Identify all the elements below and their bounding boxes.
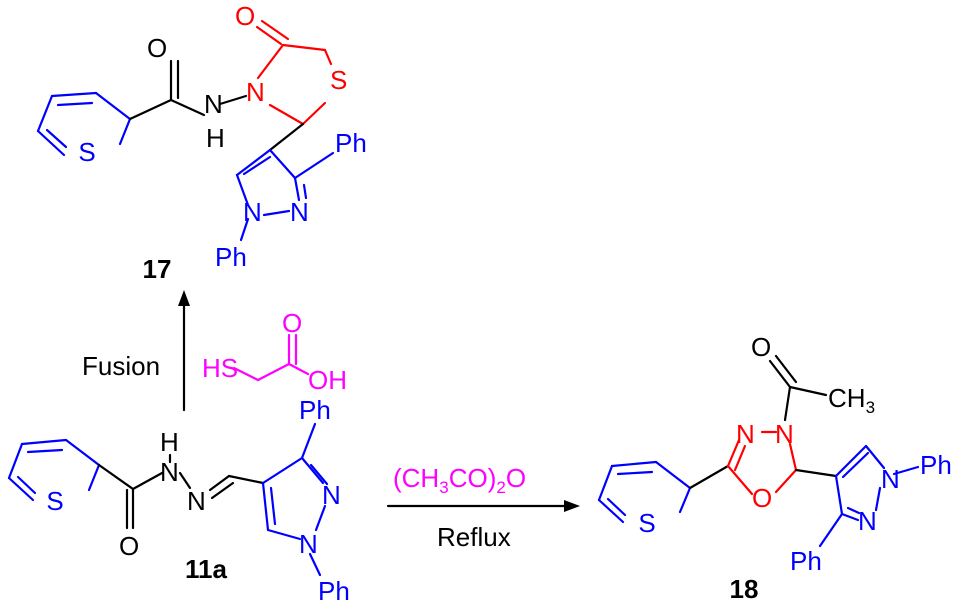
atom-ph-17-bottom: Ph [215, 242, 247, 272]
thiophene-ring-18 [597, 460, 692, 524]
amide-bonds-17 [128, 59, 248, 121]
oxadiazoline-ring-18 [726, 430, 798, 496]
atom-n-11a-1: N [160, 457, 179, 487]
link-bond-18-left [688, 464, 730, 490]
reagent-reflux: Reflux [437, 522, 511, 552]
atom-s-17-ring: S [330, 65, 347, 95]
atom-n-11a-pyr-2: N [322, 480, 341, 510]
atom-o-11a: O [119, 531, 139, 561]
atom-n-11a-pyr-1: N [299, 529, 318, 559]
compound-11a: S H N N O [7, 395, 350, 606]
atom-h-11a: H [160, 427, 179, 457]
thiazolidinone-ring-17 [255, 19, 333, 126]
atom-n-17-amide: N [204, 89, 223, 119]
atom-s-17-thiophene: S [78, 137, 95, 167]
atom-n-17-pyrazole-1: N [243, 197, 262, 227]
atom-n-11a-2: N [187, 486, 206, 516]
atom-s-18-thiophene: S [638, 508, 655, 538]
link-bond-18-right [794, 468, 838, 478]
atom-o-17-amide: O [147, 33, 167, 63]
atom-h-17-amide: H [206, 123, 225, 153]
atom-ch3-18: CH3 [828, 383, 875, 417]
atom-ph-18-right: Ph [920, 450, 952, 480]
atom-n-17-ring: N [246, 77, 265, 107]
reagent-anhydride: (CH3CO)2O [393, 463, 526, 497]
acetyl-bonds-18 [768, 354, 828, 422]
atom-o-18-acetyl: O [751, 332, 771, 362]
atom-ph-11a-bottom: Ph [318, 576, 350, 606]
compound-17: S O N H O N S [36, 1, 367, 284]
hydrazone-bonds-11a [97, 453, 265, 530]
atom-o-acid: O [282, 308, 302, 338]
atom-hs: HS [202, 353, 238, 383]
atom-n-17-pyrazole-2: N [290, 197, 309, 227]
pyrazole-ring-17 [235, 148, 335, 242]
pyrazole-ring-11a [261, 422, 329, 577]
thiophene-ring-11a [7, 438, 101, 502]
compound-number-18: 18 [730, 574, 759, 604]
atom-o-18-ring: O [752, 483, 772, 513]
pyrazole-ring-18 [818, 444, 920, 548]
atom-ph-17-top: Ph [335, 128, 367, 158]
atom-n-18-pyr-2: N [858, 506, 877, 536]
atom-ph-18-bottom: Ph [790, 546, 822, 576]
atom-n-18-ring-2: N [775, 419, 794, 449]
compound-number-17: 17 [143, 254, 172, 284]
thiophene-ring-17 [36, 91, 132, 157]
arrowhead-up [178, 290, 190, 306]
arrowhead-right [564, 500, 580, 512]
link-bond-17 [268, 122, 305, 152]
atom-o-17-ring: O [235, 1, 255, 31]
atom-n-18-ring-1: N [736, 419, 755, 449]
atom-ph-11a-top: Ph [299, 395, 331, 425]
thioglycolic-acid: HS O OH [202, 308, 347, 395]
reagent-fusion: Fusion [82, 351, 160, 381]
compound-number-11a: 11a [185, 554, 227, 584]
compound-18: S N N O O CH3 [597, 332, 952, 604]
atom-n-18-pyr-1: N [881, 464, 900, 494]
atom-s-11a: S [46, 486, 63, 516]
atom-oh-acid: OH [308, 365, 347, 395]
